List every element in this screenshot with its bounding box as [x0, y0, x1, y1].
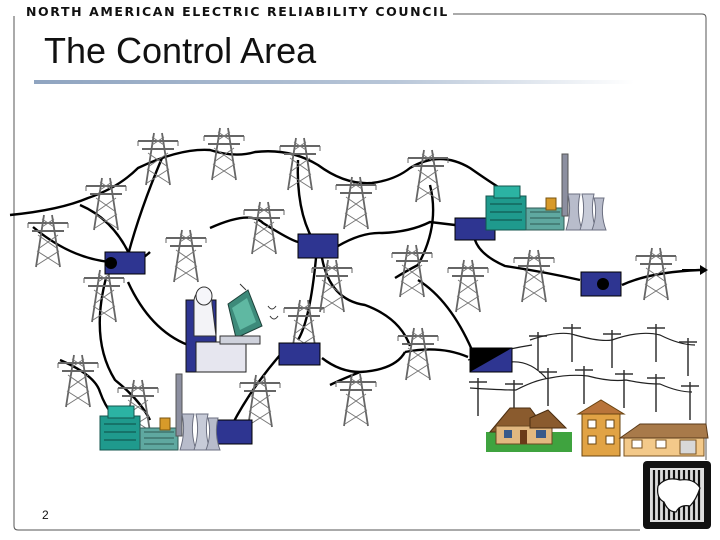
meter-dot-icon [105, 257, 117, 269]
organization-name: NORTH AMERICAN ELECTRIC RELIABILITY COUN… [22, 4, 453, 19]
title-underline [34, 80, 634, 84]
continuation-arrow-icon [682, 265, 708, 275]
power-plant-icon [99, 373, 221, 451]
power-plant-icon [485, 153, 607, 231]
transmission-tower-icon [407, 149, 449, 203]
utility-pole-icon [614, 369, 634, 409]
tie-line-meter-icon [211, 419, 253, 445]
nerc-logo-icon [643, 461, 711, 529]
transmission-tower-icon [83, 269, 125, 323]
utility-pole-icon [646, 373, 666, 413]
house-icon [576, 399, 626, 457]
transmission-tower-icon [335, 373, 377, 427]
transmission-tower-icon [27, 214, 69, 268]
utility-pole-icon [602, 329, 622, 369]
house-icon [486, 407, 572, 452]
utility-pole-icons [467, 323, 700, 421]
transmission-tower-icon [513, 249, 555, 303]
page-number: 2 [42, 508, 49, 522]
transmission-tower-icon [391, 244, 433, 298]
transmission-tower-icon [335, 176, 377, 230]
utility-pole-icon [680, 381, 700, 421]
tie-line-meter-icon [278, 342, 321, 366]
utility-pole-icon [574, 365, 594, 405]
utility-pole-icon [468, 377, 488, 417]
transmission-tower-icon [447, 259, 489, 313]
meter-dot-icon [597, 278, 609, 290]
tie-line-meter-icon [297, 233, 339, 259]
system-operator-icon [185, 283, 279, 373]
utility-pole-icon [562, 323, 582, 363]
slide-title: The Control Area [44, 30, 317, 71]
house-icon [618, 423, 709, 457]
transmission-tower-icon [243, 201, 285, 255]
utility-pole-icon [646, 323, 666, 363]
tie-line-meter-icons [104, 217, 622, 445]
meter-half-icon [470, 348, 512, 372]
transmission-tower-icon [165, 229, 207, 283]
